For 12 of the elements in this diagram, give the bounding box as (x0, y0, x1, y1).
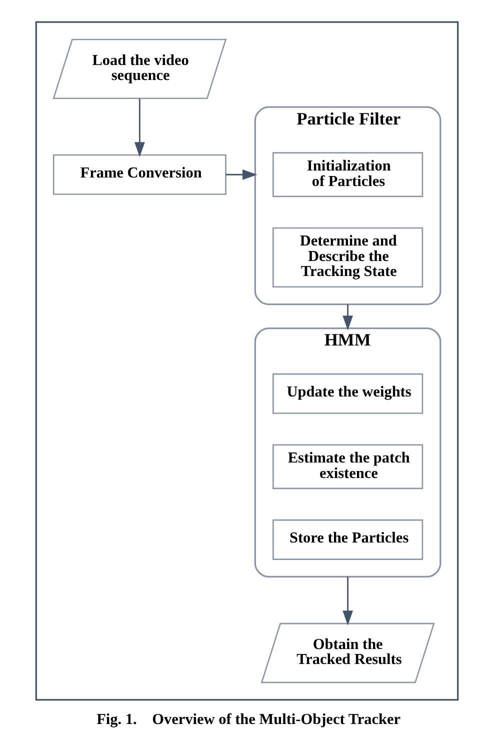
node-box: Estimate the patch existence (272, 444, 424, 489)
arrow (134, 98, 145, 156)
cluster (35, 20, 459, 700)
node-box: Store the Particles (272, 518, 424, 560)
arrow (226, 168, 258, 180)
arrow (342, 304, 353, 330)
node-box: Determine and Describe the Tracking State (272, 226, 424, 288)
caption: Fig. 1. Overview of the Multi-Object Tracker (96, 710, 401, 728)
node-box: Initialization of Particles (272, 152, 424, 197)
arrow (342, 576, 353, 625)
node-box: Frame Conversion (52, 154, 226, 194)
node-box: Update the weights (272, 372, 424, 414)
